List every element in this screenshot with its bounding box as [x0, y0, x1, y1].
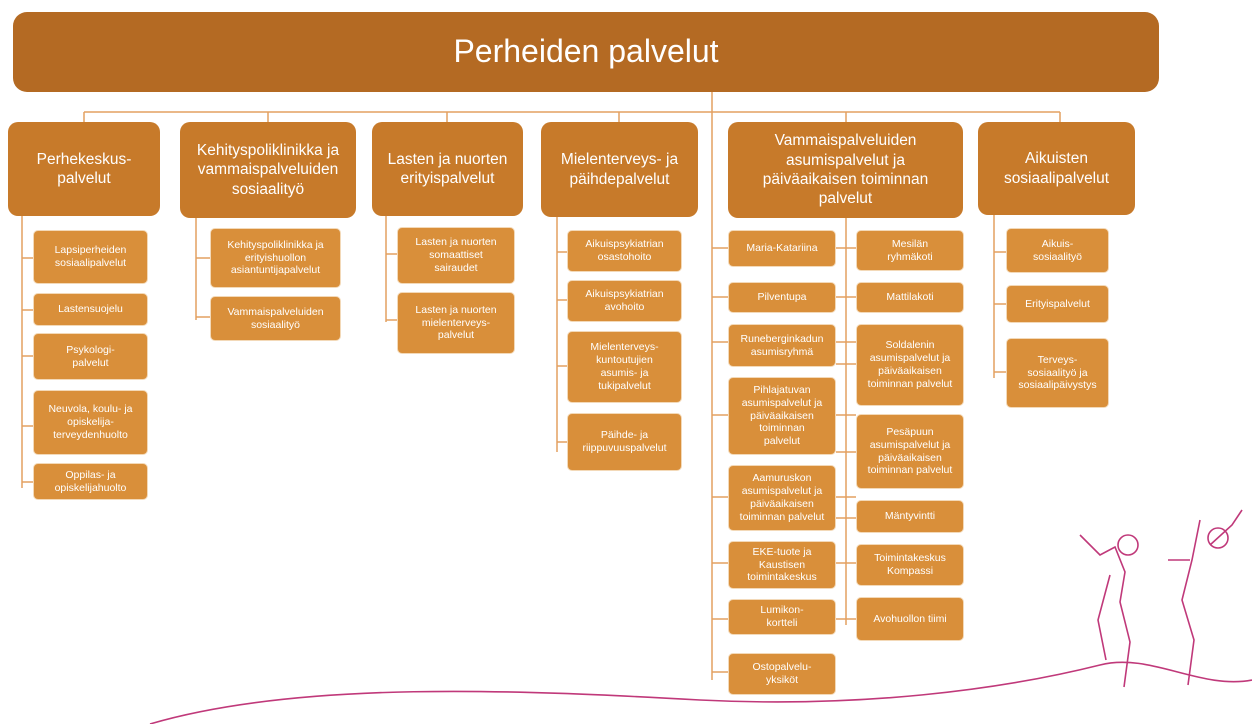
item-box: Aikuispsykiatrian avohoito: [567, 280, 682, 322]
item-box: Avohuollon tiimi: [856, 597, 964, 641]
item-box: Mielenterveys- kuntoutujien asumis- ja t…: [567, 331, 682, 403]
item-label: Avohuollon tiimi: [873, 612, 947, 625]
item-label: Mielenterveys- kuntoutujien asumis- ja t…: [590, 341, 659, 392]
category-lasten-nuorten: Lasten ja nuorten erityispalvelut: [372, 122, 523, 216]
item-label: Neuvola, koulu- ja opiskelija- terveyden…: [48, 403, 133, 441]
item-label: Lastensuojelu: [58, 303, 123, 316]
item-box: Oppilas- ja opiskelijahuolto: [33, 463, 148, 500]
category-label: Vammaispalveluiden asumispalvelut ja päi…: [762, 132, 929, 208]
item-label: Oppilas- ja opiskelijahuolto: [54, 468, 127, 494]
item-box: Runeberginkadun asumisryhmä: [728, 324, 836, 367]
item-box: Pesäpuun asumispalvelut ja päiväaikaisen…: [856, 414, 964, 489]
item-label: Erityispalvelut: [1025, 297, 1090, 310]
category-label: Aikuisten sosiaalipalvelut: [1003, 150, 1110, 187]
item-box: Terveys- sosiaalityö ja sosiaalipäivysty…: [1006, 338, 1109, 408]
item-label: Pilventupa: [757, 291, 807, 304]
category-aikuisten: Aikuisten sosiaalipalvelut: [978, 122, 1135, 215]
item-label: Lasten ja nuorten mielenterveys- palvelu…: [415, 303, 497, 342]
item-box: Erityispalvelut: [1006, 285, 1109, 323]
category-label: Mielenterveys- ja päihdepalvelut: [560, 151, 679, 188]
item-label: Maria-Katariina: [746, 242, 818, 255]
item-box: Ostopalvelu- yksiköt: [728, 653, 836, 695]
item-box: Aikuispsykiatrian osastohoito: [567, 230, 682, 272]
category-label: Lasten ja nuorten erityispalvelut: [387, 150, 508, 187]
item-box: Lasten ja nuorten mielenterveys- palvelu…: [397, 292, 515, 354]
item-box: Pihlajatuvan asumispalvelut ja päiväaika…: [728, 377, 836, 455]
item-label: Aikuis- sosiaalityö: [1032, 237, 1083, 263]
item-box: Lastensuojelu: [33, 293, 148, 326]
category-vammaispalvelut: Vammaispalveluiden asumispalvelut ja päi…: [728, 122, 963, 218]
item-label: Soldalenin asumispalvelut ja päiväaikais…: [867, 339, 953, 390]
category-perhekeskus: Perhekeskus- palvelut: [8, 122, 160, 216]
category-label: Kehityspoliklinikka ja vammaispalveluide…: [196, 141, 340, 198]
item-label: Päihde- ja riippuvuuspalvelut: [582, 429, 667, 454]
item-label: Lumikon- kortteli: [760, 604, 804, 629]
item-box: Lapsiperheiden sosiaalipalvelut: [33, 230, 148, 284]
item-label: Aamuruskon asumispalvelut ja päiväaikais…: [739, 472, 825, 523]
item-label: Aikuispsykiatrian osastohoito: [585, 238, 664, 263]
item-box: Psykologi- palvelut: [33, 333, 148, 380]
item-box: Pilventupa: [728, 282, 836, 313]
item-label: Pesäpuun asumispalvelut ja päiväaikaisen…: [867, 425, 953, 477]
item-label: Mesilän ryhmäkoti: [887, 237, 933, 263]
item-label: Mattilakoti: [886, 291, 934, 304]
item-label: Lapsiperheiden sosiaalipalvelut: [54, 244, 127, 269]
item-label: Toimintakeskus Kompassi: [874, 552, 946, 577]
item-label: Lasten ja nuorten somaattiset sairaudet: [415, 236, 497, 274]
item-box: Maria-Katariina: [728, 230, 836, 267]
item-box: Aikuis- sosiaalityö: [1006, 228, 1109, 273]
category-mielenterveys: Mielenterveys- ja päihdepalvelut: [541, 122, 698, 217]
item-label: Vammaispalveluiden sosiaalityö: [227, 305, 324, 331]
item-label: Mäntyvintti: [884, 510, 936, 523]
item-box: Lasten ja nuorten somaattiset sairaudet: [397, 227, 515, 284]
item-box: Mäntyvintti: [856, 500, 964, 533]
main-title: Perheiden palvelut: [13, 12, 1159, 92]
item-box: Soldalenin asumispalvelut ja päiväaikais…: [856, 324, 964, 406]
item-box: Aamuruskon asumispalvelut ja päiväaikais…: [728, 465, 836, 531]
item-label: EKE-tuote ja Kaustisen toimintakeskus: [747, 545, 817, 584]
item-label: Psykologi- palvelut: [66, 343, 115, 369]
item-label: Runeberginkadun asumisryhmä: [740, 332, 824, 358]
item-box: Neuvola, koulu- ja opiskelija- terveyden…: [33, 390, 148, 455]
item-box: Päihde- ja riippuvuuspalvelut: [567, 413, 682, 471]
item-label: Aikuispsykiatrian avohoito: [585, 288, 664, 313]
item-label: Ostopalvelu- yksiköt: [752, 661, 812, 686]
category-label: Perhekeskus- palvelut: [36, 150, 132, 187]
item-box: EKE-tuote ja Kaustisen toimintakeskus: [728, 541, 836, 589]
item-box: Vammaispalveluiden sosiaalityö: [210, 296, 341, 341]
item-label: Terveys- sosiaalityö ja sosiaalipäivysty…: [1018, 353, 1097, 392]
item-box: Mesilän ryhmäkoti: [856, 230, 964, 271]
item-label: Pihlajatuvan asumispalvelut ja päiväaika…: [741, 384, 823, 448]
item-box: Toimintakeskus Kompassi: [856, 544, 964, 586]
item-label: Kehityspoliklinikka ja erityishuollon as…: [227, 238, 324, 277]
item-box: Mattilakoti: [856, 282, 964, 313]
category-kehityspoliklinikka: Kehityspoliklinikka ja vammaispalveluide…: [180, 122, 356, 218]
decoration-figures: [149, 509, 1252, 724]
item-box: Kehityspoliklinikka ja erityishuollon as…: [210, 228, 341, 288]
item-box: Lumikon- kortteli: [728, 599, 836, 635]
